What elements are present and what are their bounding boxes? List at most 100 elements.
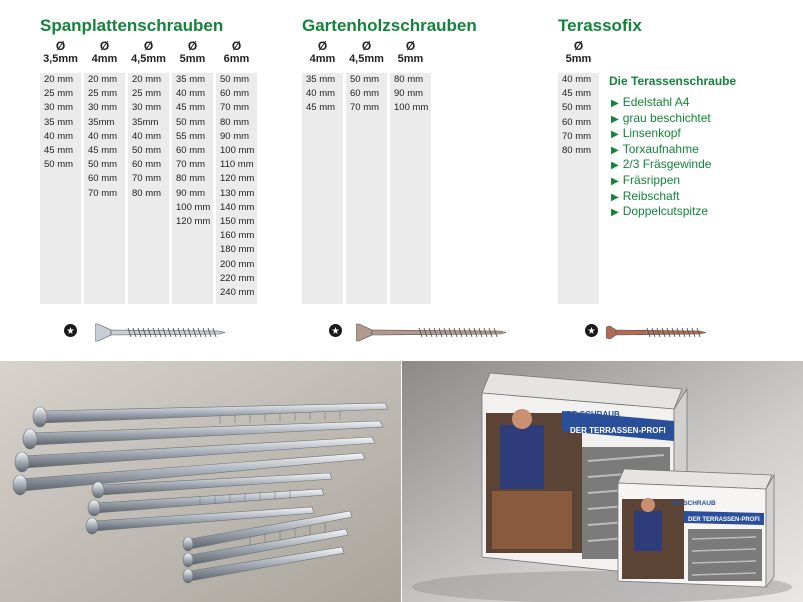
box-brand-large: RE-SCHRAUB [566,410,620,419]
length-item: 200 mm [220,258,255,270]
length-item: 100 mm [176,201,211,213]
diameter-size: 4mm [91,53,118,65]
length-item: 40 mm [44,130,74,142]
length-item: 100 mm [220,145,255,157]
diameter-symbol: Ø [99,39,110,53]
diameter-symbol: Ø [231,39,242,53]
length-item: 45 mm [88,145,118,157]
diameter-size: 5mm [397,53,424,65]
length-item: 20 mm [44,74,74,85]
length-item: 50 mm [88,159,118,171]
length-item: 40 mm [88,130,118,142]
length-item: 20 mm [132,74,162,85]
length-item: 35 mm [306,74,336,85]
length-item: 60 mm [176,145,206,157]
length-item: 35mm [88,116,115,128]
triangle-right-icon: ▶ [611,191,619,203]
length-item: 70 mm [88,187,118,199]
diameter-size: 6mm [223,53,250,65]
section-title: Gartenholzschrauben [302,16,477,35]
length-item: 150 mm [220,216,255,228]
triangle-right-icon: ▶ [611,129,619,141]
length-item: 50 mm [350,74,380,85]
length-item: 90 mm [176,187,206,199]
feature-item: ▶grau beschichtet [611,111,711,125]
diameter-size: 5mm [179,53,206,65]
length-item: 25 mm [132,88,162,100]
diameter-symbol: Ø [573,39,584,53]
diameter-size: 5mm [565,53,592,65]
length-item: 35 mm [44,116,74,128]
diameter-symbol: Ø [361,39,372,53]
length-item: 50 mm [132,145,162,157]
triangle-right-icon: ▶ [611,144,619,156]
torx-icon [329,324,342,337]
feature-label: Fräsrippen [622,173,681,187]
length-item: 40 mm [306,88,336,100]
box-product-large: DER TERRASSEN-PROFI [570,426,666,435]
length-item: 140 mm [220,201,255,213]
feature-label: Reibschaft [622,188,680,203]
feature-item: ▶Fräsrippen [611,173,680,187]
diameter-symbol: Ø [317,39,328,53]
diameter-size: 3,5mm [43,53,78,65]
length-item: 80 mm [562,145,592,157]
length-item: 30 mm [44,102,74,114]
length-item: 70 mm [132,173,162,185]
length-item: 120 mm [220,173,255,185]
length-item: 70 mm [176,159,206,171]
length-item: 20 mm [88,74,118,85]
length-item: 240 mm [220,287,255,299]
feature-label: Doppelcutspitze [622,204,709,219]
length-item: 30 mm [88,102,118,114]
length-item: 100 mm [394,102,429,114]
feature-item: ▶Linsenkopf [611,126,681,140]
feature-item: ▶Torxaufnahme [611,142,699,156]
length-item: 50 mm [562,102,592,114]
product-box-photo: RE-SCHRAUB DER TERRASSEN-PROFI RE-SCHRAU… [402,361,803,602]
diameter-size: 4,5mm [349,53,384,65]
length-item: 55 mm [176,130,206,142]
box-brand-small: RE-SCHRAUB [672,500,716,507]
length-item: 35 mm [176,74,206,85]
feature-label: grau beschichtet [622,110,711,125]
length-item: 40 mm [176,88,206,100]
length-item: 70 mm [562,130,592,142]
diameter-symbol: Ø [405,39,416,53]
length-item: 50 mm [44,159,74,171]
diameter-symbol: Ø [187,39,198,53]
length-item: 45 mm [562,88,592,100]
diameter-size: 4mm [309,53,336,65]
diameter-symbol: Ø [143,39,154,53]
feature-item: ▶Doppelcutspitze [611,204,708,218]
length-item: 180 mm [220,244,255,256]
torx-icon [585,324,598,337]
length-item: 80 mm [176,173,206,185]
length-item: 70 mm [220,102,250,114]
length-item: 60 mm [220,88,250,100]
length-item: 120 mm [176,216,211,228]
feature-label: 2/3 Fräsgewinde [622,157,712,172]
feature-item: ▶Edelstahl A4 [611,95,689,109]
triangle-right-icon: ▶ [611,176,619,187]
feature-label: Torxaufnahme [622,141,699,156]
screws-photo [0,361,401,602]
